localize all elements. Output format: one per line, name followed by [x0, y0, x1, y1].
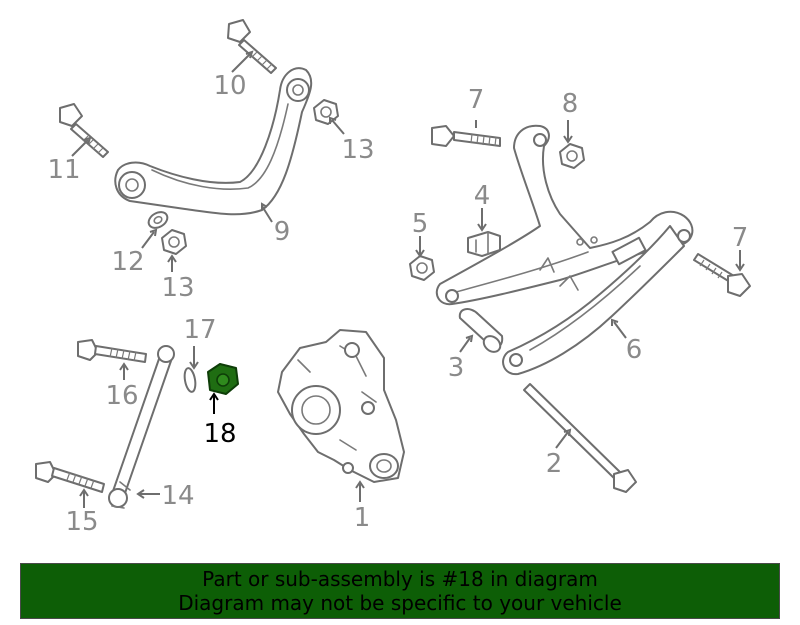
bolt-16 — [77, 339, 147, 363]
callout-1: 1 — [354, 503, 371, 533]
callout-4: 4 — [474, 181, 491, 211]
callout-10: 10 — [213, 71, 246, 101]
callout-13-upper: 13 — [341, 135, 374, 165]
bolt-11 — [59, 103, 109, 158]
callout-6: 6 — [626, 335, 643, 365]
bolt-7-right — [693, 253, 751, 297]
callout-12: 12 — [111, 247, 144, 277]
bracket-4 — [467, 231, 501, 257]
nut-18-highlighted — [207, 363, 239, 395]
callout-2: 2 — [546, 449, 563, 479]
nut-13-lower — [161, 229, 187, 255]
callout-17: 17 — [183, 315, 216, 345]
callout-7-upper: 7 — [468, 85, 485, 115]
washer-17 — [183, 367, 197, 393]
callout-14: 14 — [161, 481, 194, 511]
callout-9: 9 — [274, 217, 291, 247]
bolt-15 — [35, 461, 105, 493]
callout-18: 18 — [203, 419, 236, 449]
banner-line-2: Diagram may not be specific to your vehi… — [178, 591, 622, 615]
callout-11: 11 — [47, 155, 80, 185]
callout-7-right: 7 — [732, 223, 749, 253]
exploded-suspension-diagram: 10 11 9 13 12 13 7 8 4 5 7 6 3 2 1 14 15… — [35, 19, 751, 537]
bolt-10 — [227, 19, 277, 74]
knuckle — [277, 329, 405, 483]
callout-15: 15 — [65, 507, 98, 537]
nut-5 — [409, 255, 435, 281]
washer-12 — [147, 211, 169, 229]
leader-lines — [71, 50, 745, 508]
lower-control-arm — [435, 124, 694, 376]
callout-13-lower: 13 — [161, 273, 194, 303]
banner-line-1: Part or sub-assembly is #18 in diagram — [202, 567, 598, 591]
callout-8: 8 — [562, 89, 579, 119]
callout-16: 16 — [105, 381, 138, 411]
nut-8 — [559, 143, 585, 169]
part-info-banner: Part or sub-assembly is #18 in diagram D… — [20, 563, 780, 619]
toe-link — [108, 345, 175, 509]
nut-18-hole — [216, 373, 230, 387]
upper-control-arm — [114, 67, 313, 216]
long-bolt-2 — [523, 383, 637, 493]
bushing-3 — [458, 308, 504, 353]
callout-3: 3 — [448, 353, 465, 383]
bolt-7-upper — [431, 125, 501, 147]
callout-5: 5 — [412, 209, 429, 239]
